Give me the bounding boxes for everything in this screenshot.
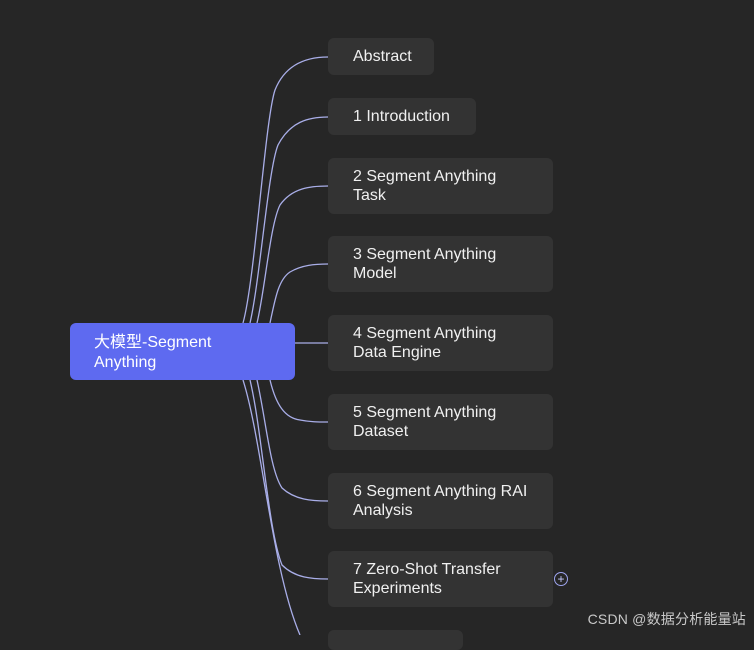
node-data-engine[interactable]: 4 Segment Anything Data Engine <box>328 315 553 371</box>
link-task <box>256 185 329 324</box>
node-label: 5 Segment Anything Dataset <box>353 404 497 440</box>
connector-lines <box>242 56 329 635</box>
node-label: 7 Zero-Shot Transfer Experiments <box>353 561 501 597</box>
node-dataset[interactable]: 5 Segment Anything Dataset <box>328 394 553 450</box>
link-model <box>269 263 329 324</box>
node-label: Abstract <box>353 48 412 65</box>
link-introduction <box>249 116 329 324</box>
node-rai-analysis[interactable]: 6 Segment Anything RAI Analysis <box>328 473 553 529</box>
node-introduction[interactable]: 1 Introduction <box>328 98 476 135</box>
node-next-partial[interactable] <box>328 630 463 650</box>
node-label: 6 Segment Anything RAI Analysis <box>353 483 528 519</box>
link-dataset <box>269 379 329 423</box>
node-zero-shot-transfer[interactable]: 7 Zero-Shot Transfer Experiments <box>328 551 553 607</box>
link-next <box>242 379 301 635</box>
node-label: 4 Segment Anything Data Engine <box>353 325 497 361</box>
node-task[interactable]: 2 Segment Anything Task <box>328 158 553 214</box>
node-label: 1 Introduction <box>353 108 450 125</box>
link-abstract <box>242 56 329 324</box>
plus-circle-icon[interactable]: + <box>554 572 568 586</box>
link-zero-shot <box>249 379 329 580</box>
watermark: CSDN @数据分析能量站 <box>587 611 746 627</box>
root-node[interactable]: 大模型-Segment Anything <box>70 323 295 380</box>
node-label: 2 Segment Anything Task <box>353 168 497 204</box>
node-abstract[interactable]: Abstract <box>328 38 434 75</box>
node-label: 3 Segment Anything Model <box>353 246 497 282</box>
node-model[interactable]: 3 Segment Anything Model <box>328 236 553 292</box>
link-rai <box>256 379 329 502</box>
root-node-label: 大模型-Segment Anything <box>94 334 212 371</box>
